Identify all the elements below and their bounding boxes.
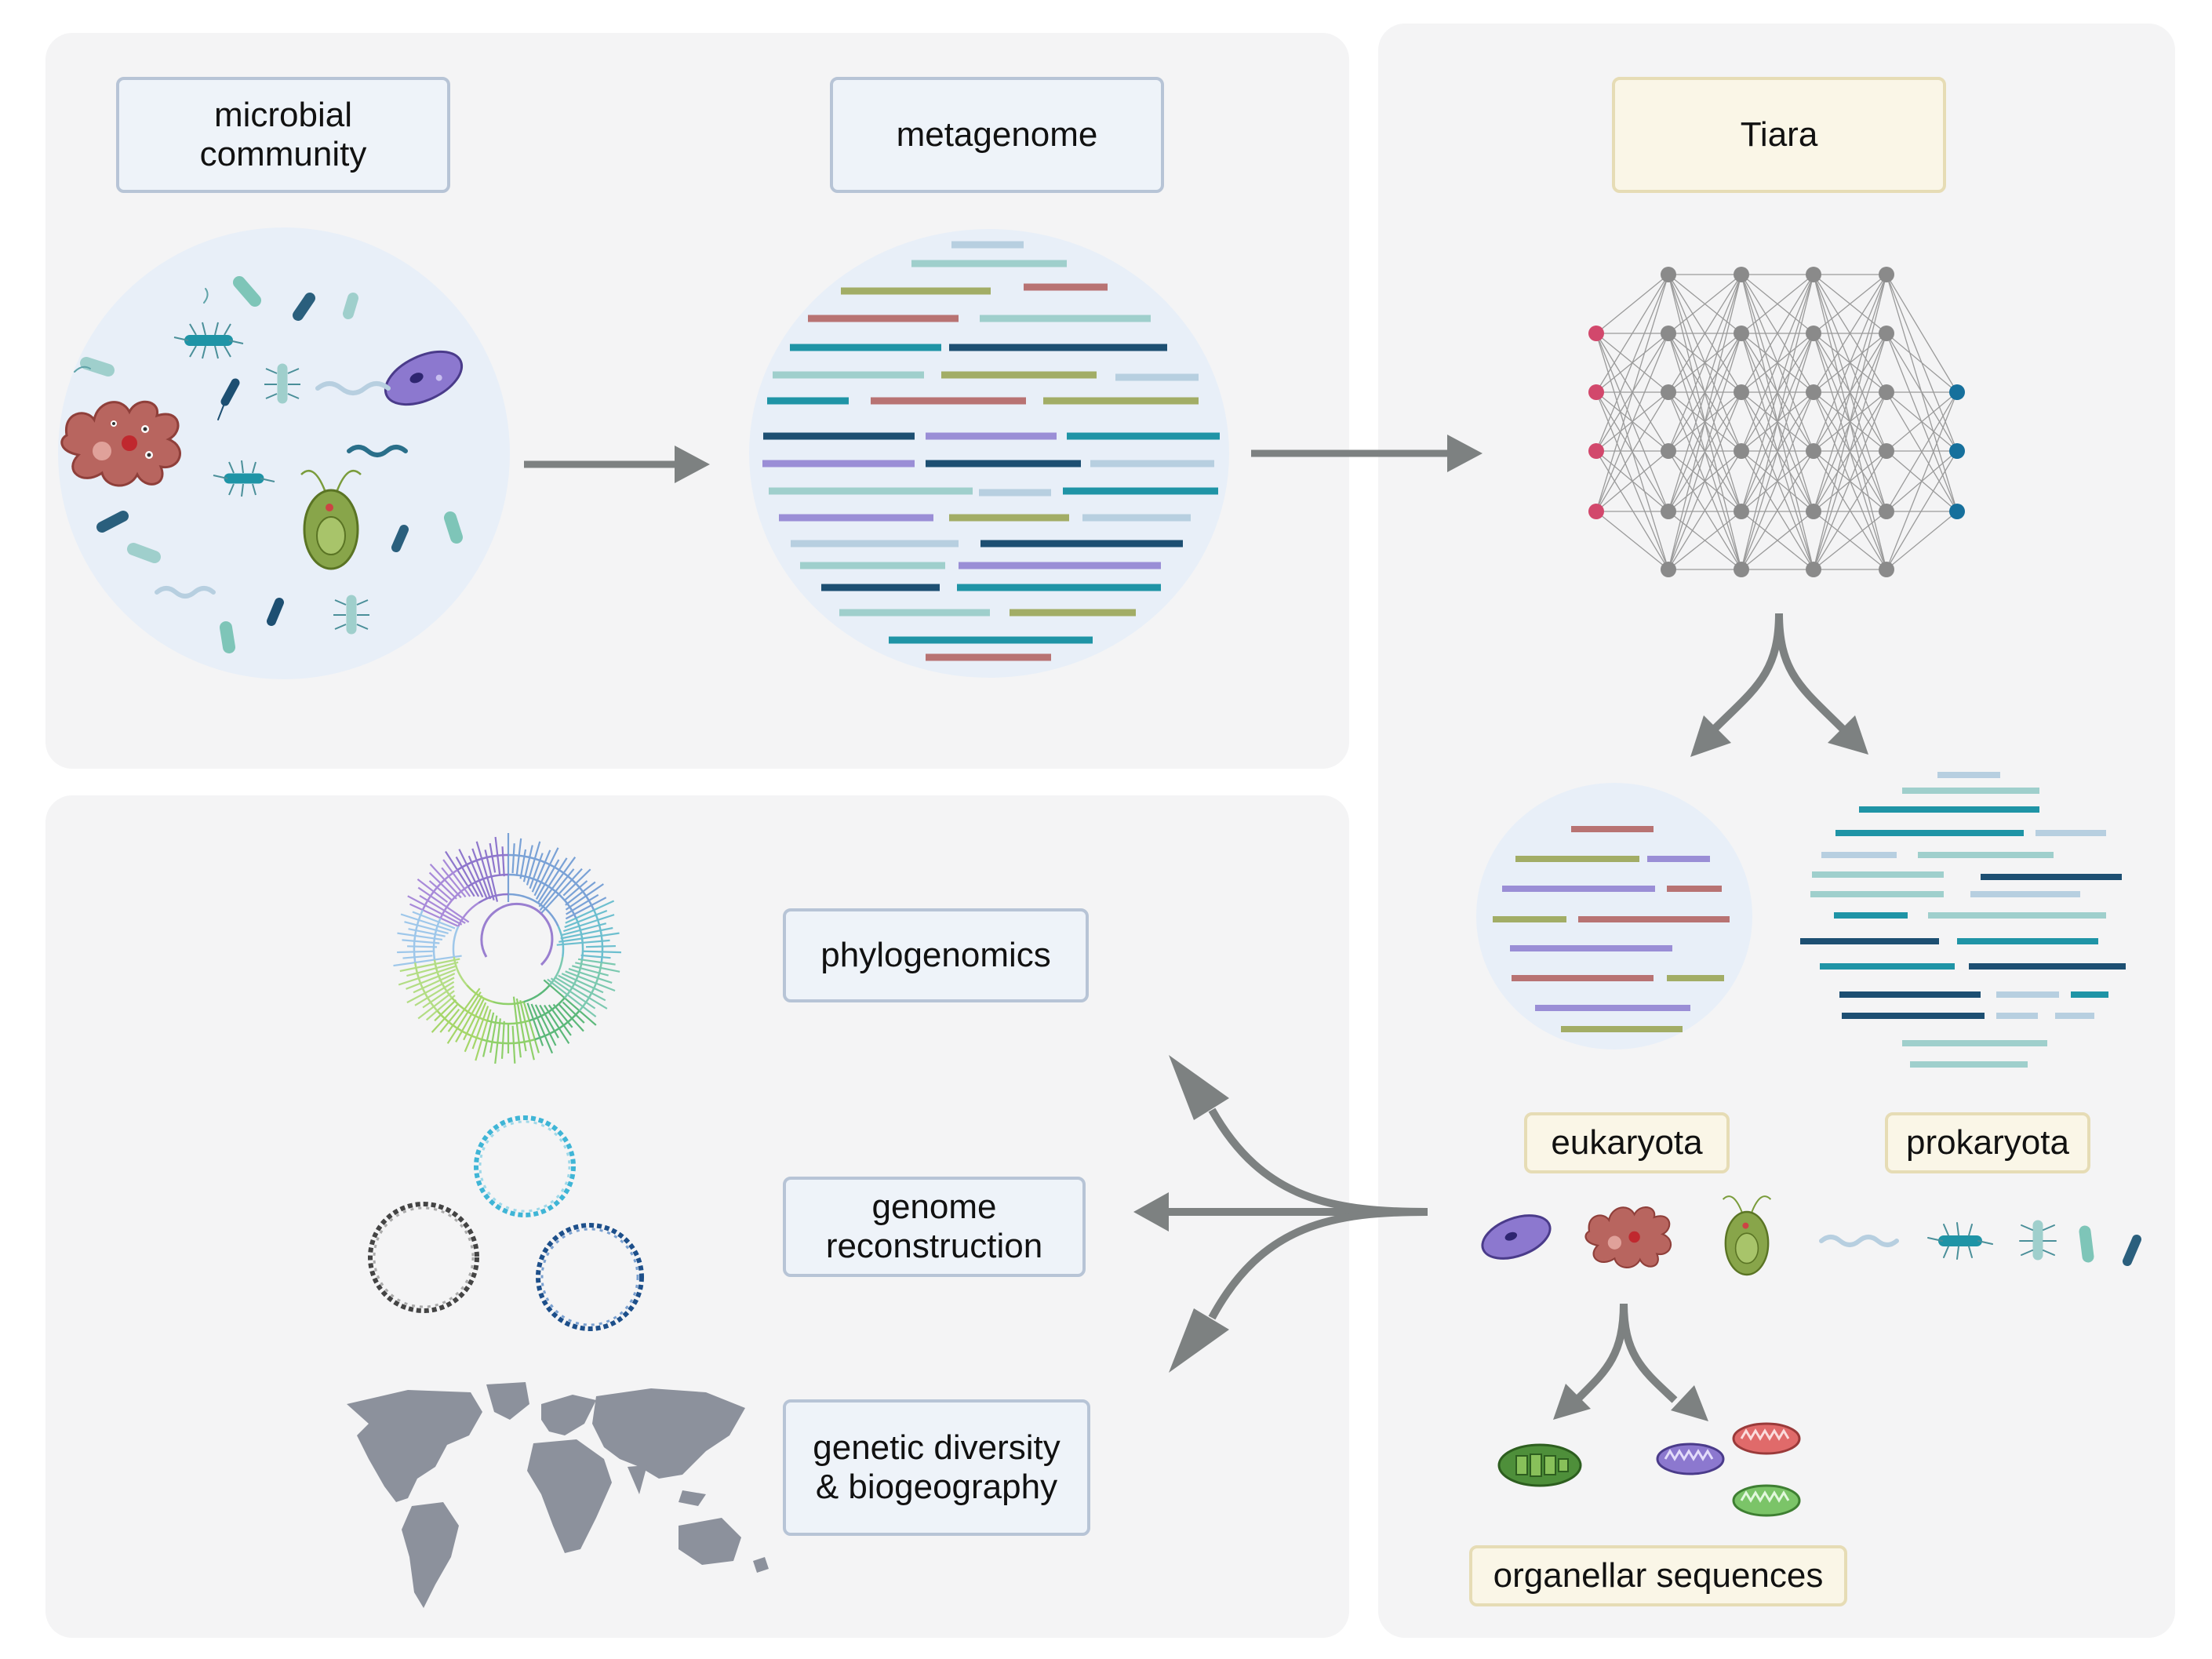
- chloroplast-icon: [1497, 1443, 1582, 1487]
- arrow-tiara-split: [1690, 613, 1868, 757]
- bacteria-icon: [74, 276, 463, 653]
- organellar-sequences-label: organellar sequences: [1469, 1545, 1847, 1606]
- prokaryote-organisms-icon: [1819, 1220, 2141, 1266]
- green-alga-icon: [300, 470, 362, 570]
- genome-reconstruction-label: genome reconstruction: [783, 1177, 1086, 1277]
- tiara-label: Tiara: [1612, 77, 1946, 193]
- genetic-diversity-text: genetic diversity & biogeography: [813, 1428, 1061, 1506]
- amoeba-icon: [1584, 1206, 1672, 1268]
- phylogenetic-tree-icon: [393, 833, 621, 1064]
- arrow-metagenome-to-tiara: [1251, 435, 1483, 472]
- green-alga-icon: [1722, 1195, 1772, 1276]
- organellar-sequences-text: organellar sequences: [1493, 1556, 1824, 1595]
- mitochondrion-icon: [1732, 1422, 1801, 1455]
- neural-network-icon: [1588, 267, 1965, 577]
- prokaryota-label: prokaryota: [1885, 1112, 2090, 1173]
- arrow-eukaryota-split: [1553, 1303, 1708, 1421]
- amoeba-icon: [60, 400, 181, 487]
- bacteria-icon: [173, 322, 369, 635]
- prokaryota-reads-icon: [1800, 772, 2126, 1068]
- arrow-community-to-metagenome: [524, 446, 710, 483]
- world-map-icon: [347, 1382, 769, 1608]
- metagenome-label: metagenome: [830, 77, 1164, 193]
- tiara-text: Tiara: [1740, 115, 1818, 154]
- mitochondrion-icon: [1732, 1484, 1801, 1517]
- eukaryote-organisms-icon: [1481, 1195, 1772, 1276]
- metagenome-reads-icon: [749, 229, 1229, 678]
- eukaryota-text: eukaryota: [1551, 1123, 1703, 1162]
- mitochondrion-icon: [1656, 1443, 1725, 1475]
- phylogenomics-text: phylogenomics: [820, 936, 1051, 974]
- eukaryota-label: eukaryota: [1524, 1112, 1730, 1173]
- phylogenomics-label: phylogenomics: [783, 908, 1089, 1002]
- paramecium-icon: [384, 350, 464, 406]
- genome-reconstruction-text: genome reconstruction: [825, 1188, 1043, 1265]
- microbial-community-text: microbial community: [199, 96, 367, 173]
- arrow-to-applications: [1133, 1055, 1428, 1373]
- genetic-diversity-label: genetic diversity & biogeography: [783, 1399, 1090, 1536]
- circular-genome-icon: [368, 1115, 644, 1331]
- microbial-community-icon: [58, 227, 510, 679]
- paramecium-icon: [1481, 1214, 1552, 1260]
- eukaryota-reads-icon: [1476, 783, 1752, 1050]
- metagenome-text: metagenome: [896, 115, 1098, 154]
- prokaryota-text: prokaryota: [1906, 1123, 2069, 1162]
- microbial-community-label: microbial community: [116, 77, 450, 193]
